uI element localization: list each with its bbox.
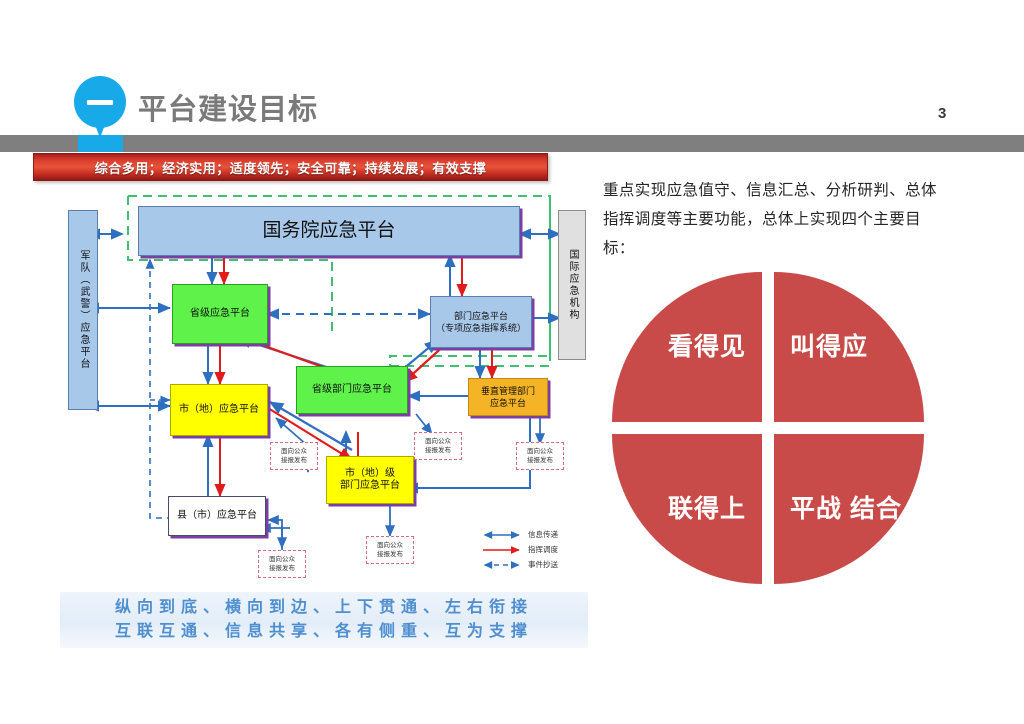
node-department-platform-label: 部门应急平台 （专项应急指挥系统） xyxy=(435,311,526,333)
public-release-label-text: 面向公众 接报发布 xyxy=(377,542,403,558)
summary-paragraph: 重点实现应急值守、信息汇总、分析研判、总体指挥调度等主要功能，总体上实现四个主要… xyxy=(603,182,937,257)
page-title: 平台建设目标 xyxy=(138,94,319,126)
public-release-label: 面向公众 接报发布 xyxy=(258,550,306,578)
quadrant-bottom-left-label: 联得上 xyxy=(667,495,746,523)
emergency-platform-architecture-diagram: 军队（武警）应急平台 国务院应急平台 国际应急机构 省级应急平台 部门应急平台 … xyxy=(60,188,590,588)
node-state-council-platform-label: 国务院应急平台 xyxy=(262,220,396,241)
node-provincial-department-platform-label: 省级部门应急平台 xyxy=(312,384,392,395)
goals-quadrant-chart: 看得见 叫得应 联得上 平战 结合 xyxy=(612,272,924,584)
quadrant-top-left-label: 看得见 xyxy=(667,333,746,361)
node-state-council-platform[interactable]: 国务院应急平台 xyxy=(138,206,520,256)
legend-dashed-double-arrow-icon xyxy=(483,560,520,569)
public-release-label: 面向公众 接报发布 xyxy=(414,432,462,460)
map-pin-dash-glyph xyxy=(87,100,113,105)
legend-item-event-copy: 事件抄送 xyxy=(480,557,590,572)
legend-item-event-copy-label: 事件抄送 xyxy=(528,560,558,569)
public-release-label-text: 面向公众 接报发布 xyxy=(281,448,307,464)
quadrant-bottom-right: 平战 结合 xyxy=(774,434,924,584)
node-city-department-platform-label: 市（地）级 部门应急平台 xyxy=(340,468,400,491)
diagram-legend: 信息传递 指挥调度 事件抄送 xyxy=(480,527,590,572)
slogan-line-2: 互联互通、信息共享、各有侧重、互为支撑 xyxy=(114,623,533,640)
public-release-label: 面向公众 接报发布 xyxy=(366,536,414,564)
map-pin-icon xyxy=(74,76,126,138)
quadrant-top-left: 看得见 xyxy=(612,272,762,422)
header-accent-segment xyxy=(78,135,123,152)
public-release-label-text: 面向公众 接报发布 xyxy=(425,438,451,454)
legend-item-info-transfer: 信息传递 xyxy=(480,527,590,542)
principles-ribbon-text: 综合多用；经济实用；适度领先；安全可靠；持续发展；有效支撑 xyxy=(94,160,487,176)
public-release-label-text: 面向公众 接报发布 xyxy=(527,448,553,464)
node-city-department-platform[interactable]: 市（地）级 部门应急平台 xyxy=(326,456,414,504)
node-provincial-department-platform[interactable]: 省级部门应急平台 xyxy=(296,366,408,414)
legend-item-command-dispatch-label: 指挥调度 xyxy=(528,545,558,554)
legend-item-info-transfer-label: 信息传递 xyxy=(528,530,558,539)
legend-solid-double-arrow-icon xyxy=(483,530,520,539)
node-county-platform[interactable]: 县（市）应急平台 xyxy=(168,496,266,536)
principles-ribbon: 综合多用；经济实用；适度领先；安全可靠；持续发展；有效支撑 xyxy=(33,153,548,181)
page-number: 3 xyxy=(938,105,947,122)
legend-item-command-dispatch: 指挥调度 xyxy=(480,542,590,557)
slogan-banner: 纵向到底、横向到边、上下贯通、左右衔接 互联互通、信息共享、各有侧重、互为支撑 xyxy=(60,592,588,648)
slogan-line-1: 纵向到底、横向到边、上下贯通、左右衔接 xyxy=(114,599,533,616)
public-release-label: 面向公众 接报发布 xyxy=(270,442,318,470)
quadrant-top-right-label: 叫得应 xyxy=(790,333,869,361)
legend-solid-arrow-icon xyxy=(483,545,520,554)
public-release-label: 面向公众 接报发布 xyxy=(516,442,564,470)
node-international-agency-label: 国际应急机构 xyxy=(567,249,578,321)
node-military-platform[interactable]: 军队（武警）应急平台 xyxy=(68,210,98,410)
node-city-platform[interactable]: 市（地）应急平台 xyxy=(170,384,268,436)
node-city-platform-label: 市（地）应急平台 xyxy=(179,404,259,415)
node-international-agency[interactable]: 国际应急机构 xyxy=(558,210,586,360)
node-county-platform-label: 县（市）应急平台 xyxy=(177,510,257,521)
quadrant-top-right: 叫得应 xyxy=(774,272,924,422)
quadrant-bottom-left: 联得上 xyxy=(612,434,762,584)
node-provincial-platform[interactable]: 省级应急平台 xyxy=(172,284,268,344)
node-department-platform[interactable]: 部门应急平台 （专项应急指挥系统） xyxy=(430,296,532,348)
node-vertical-department-platform[interactable]: 垂直管理部门 应急平台 xyxy=(468,378,548,416)
quadrant-bottom-right-label: 平战 结合 xyxy=(790,495,902,523)
header-divider-bar xyxy=(0,135,1024,152)
node-provincial-platform-label: 省级应急平台 xyxy=(190,308,250,319)
node-military-platform-label: 军队（武警）应急平台 xyxy=(78,250,89,370)
public-release-label-text: 面向公众 接报发布 xyxy=(269,556,295,572)
node-vertical-department-platform-label: 垂直管理部门 应急平台 xyxy=(480,386,535,408)
